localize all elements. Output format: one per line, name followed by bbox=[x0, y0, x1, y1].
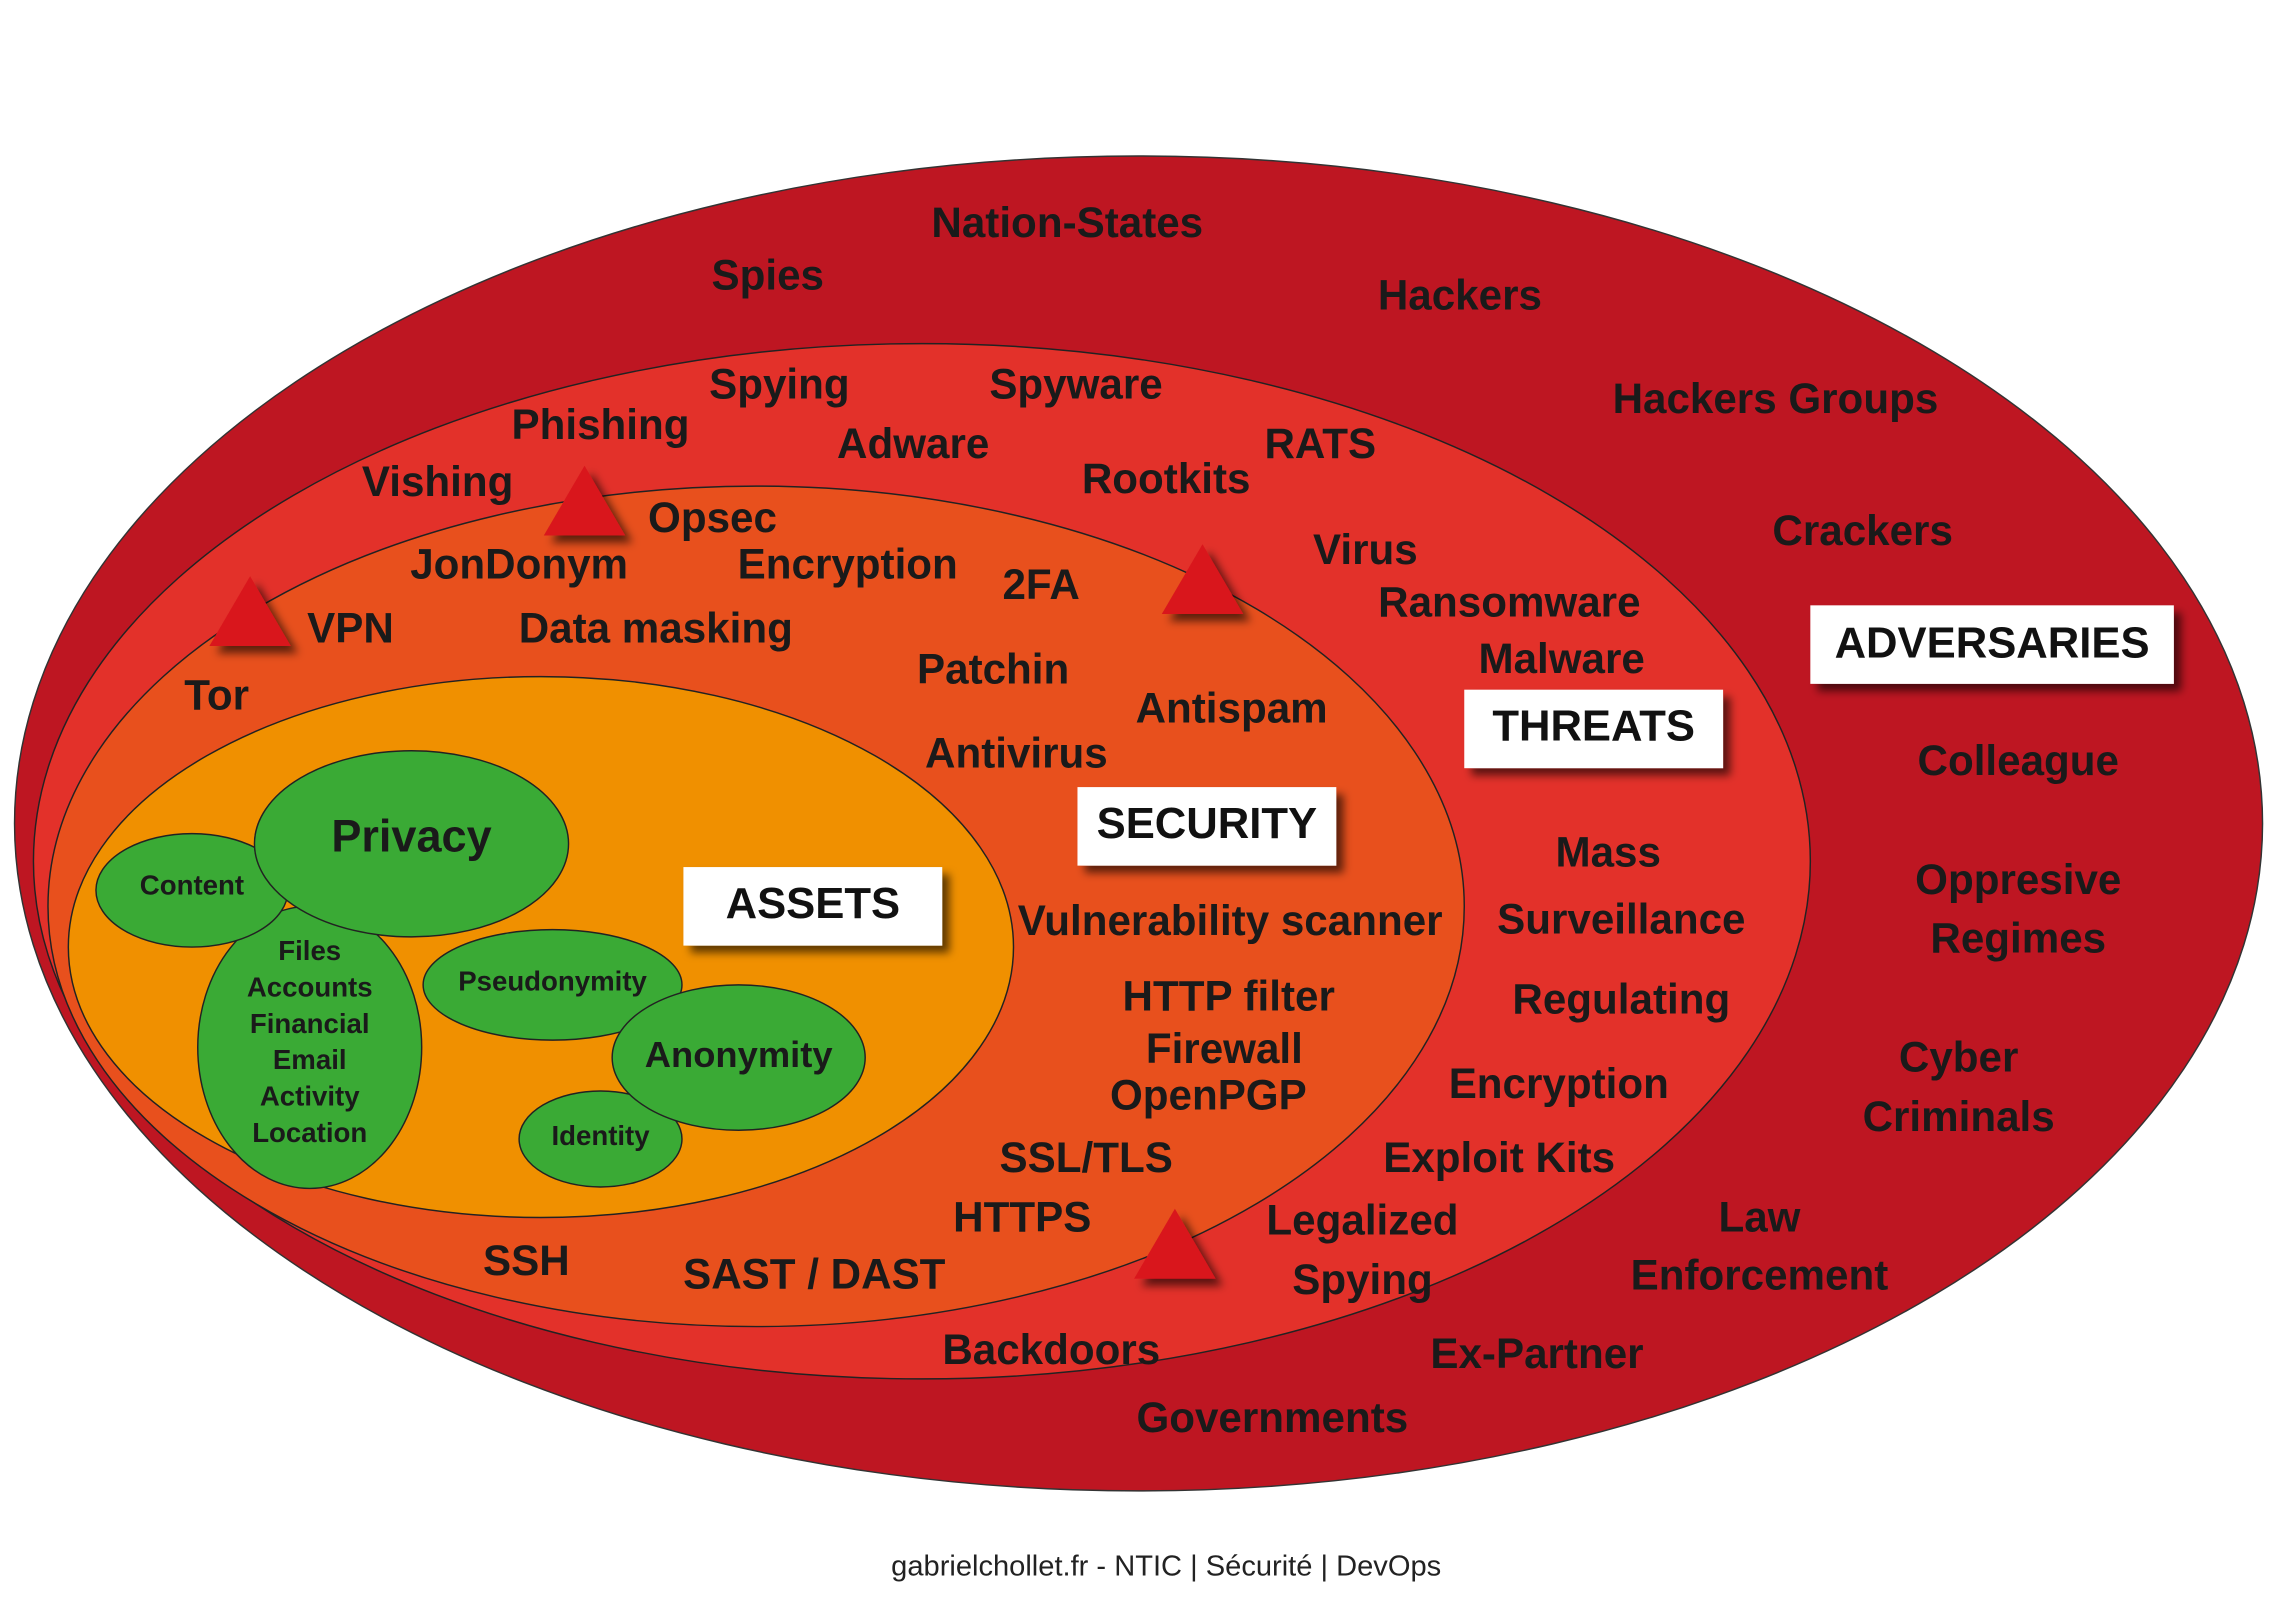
svg-text:THREATS: THREATS bbox=[1492, 702, 1695, 750]
adversary-item: Criminals bbox=[1863, 1093, 2055, 1140]
security-item: SAST / DAST bbox=[683, 1250, 946, 1297]
threat-item: Ransomware bbox=[1378, 578, 1640, 625]
security-item: Encryption bbox=[738, 541, 958, 588]
threat-item: Mass bbox=[1555, 829, 1660, 876]
threat-item: Legalized bbox=[1266, 1196, 1458, 1243]
warning-triangle-icon bbox=[543, 465, 626, 536]
svg-text:ASSETS: ASSETS bbox=[726, 880, 900, 928]
threat-item: Encryption bbox=[1449, 1060, 1669, 1107]
security-item: Antivirus bbox=[925, 730, 1108, 777]
financial-text: Financial bbox=[250, 1008, 370, 1039]
warning-triangle-icon bbox=[209, 576, 291, 647]
threat-item: Rootkits bbox=[1082, 455, 1251, 502]
security-item: Firewall bbox=[1146, 1025, 1303, 1072]
footer-credit: gabrielchollet.fr - NTIC | Sécurité | De… bbox=[891, 1551, 1441, 1583]
email-text: Email bbox=[273, 1044, 347, 1075]
anonymity-text: Anonymity bbox=[645, 1034, 834, 1075]
adversary-item: Cyber bbox=[1899, 1034, 2019, 1081]
identity-bubble bbox=[518, 1090, 683, 1188]
pseudonymity-text: Pseudonymity bbox=[458, 966, 647, 997]
threat-item: Adware bbox=[837, 420, 989, 467]
threat-item: Surveillance bbox=[1497, 895, 1745, 942]
security-item: HTTPS bbox=[953, 1194, 1091, 1241]
threats-items: Spying Spyware Phishing Adware RATS Vish… bbox=[362, 360, 1746, 1373]
security-label: SECURITY bbox=[1077, 787, 1337, 866]
security-item: 2FA bbox=[1002, 561, 1079, 608]
security-item: Patchin bbox=[917, 645, 1069, 692]
adversary-item: Law bbox=[1718, 1194, 1800, 1241]
svg-text:SECURITY: SECURITY bbox=[1097, 800, 1317, 848]
identity-text: Identity bbox=[551, 1120, 650, 1151]
pseudonymity-bubble bbox=[422, 928, 683, 1041]
accounts-text: Accounts bbox=[247, 972, 373, 1003]
threat-item: Spying bbox=[709, 360, 850, 407]
adversary-item: Enforcement bbox=[1631, 1252, 1889, 1299]
adversary-item: Nation-States bbox=[931, 199, 1203, 246]
privacy-text: Privacy bbox=[331, 810, 491, 861]
adversaries-items: Nation-States Spies Hackers Hackers Grou… bbox=[712, 199, 2122, 1441]
threat-item: Regulating bbox=[1512, 975, 1730, 1022]
adversary-item: Governments bbox=[1136, 1394, 1408, 1441]
adversary-item: Spies bbox=[712, 251, 824, 298]
adversary-item: Hackers bbox=[1378, 272, 1542, 319]
content-text: Content bbox=[140, 870, 244, 901]
privacy-bubble bbox=[253, 750, 570, 938]
security-item: SSL/TLS bbox=[1000, 1134, 1173, 1181]
adversary-item: Ex-Partner bbox=[1430, 1330, 1643, 1377]
threat-item: Vishing bbox=[362, 458, 513, 505]
security-item: Vulnerability scanner bbox=[1018, 897, 1443, 944]
location-text: Location bbox=[252, 1117, 367, 1148]
security-item: JonDonym bbox=[410, 541, 628, 588]
security-item: VPN bbox=[307, 605, 394, 652]
warning-triangle-icon bbox=[1134, 1208, 1216, 1279]
security-item: HTTP filter bbox=[1123, 973, 1335, 1020]
adversary-item: Hackers Groups bbox=[1613, 375, 1939, 422]
security-items: Opsec JonDonym Encryption 2FA VPN Data m… bbox=[184, 494, 1442, 1297]
security-item: SSH bbox=[483, 1237, 570, 1284]
files-text: Files bbox=[278, 935, 341, 966]
threat-item: Spying bbox=[1292, 1256, 1433, 1303]
security-item: OpenPGP bbox=[1110, 1071, 1307, 1118]
threat-item: Backdoors bbox=[942, 1326, 1160, 1373]
adversary-item: Colleague bbox=[1918, 737, 2119, 784]
security-item: Antispam bbox=[1136, 685, 1328, 732]
threat-item: Virus bbox=[1313, 526, 1418, 573]
anonymity-bubble bbox=[611, 984, 866, 1131]
adversary-item: Oppresive bbox=[1915, 856, 2121, 903]
threat-item: Malware bbox=[1478, 635, 1644, 682]
security-item: Tor bbox=[184, 672, 249, 719]
adversaries-label: ADVERSARIES bbox=[1810, 605, 2174, 684]
threat-item: Phishing bbox=[512, 401, 690, 448]
threat-item: RATS bbox=[1264, 420, 1376, 467]
assets-label: ASSETS bbox=[683, 867, 943, 946]
adversary-item: Regimes bbox=[1930, 914, 2106, 961]
security-item: Opsec bbox=[648, 494, 777, 541]
adversary-item: Crackers bbox=[1772, 507, 1952, 554]
svg-text:ADVERSARIES: ADVERSARIES bbox=[1835, 620, 2150, 668]
activity-text: Activity bbox=[260, 1081, 360, 1112]
threat-item: Exploit Kits bbox=[1383, 1134, 1615, 1181]
security-item: Data masking bbox=[519, 605, 793, 652]
warning-triangle-icon bbox=[1161, 544, 1244, 615]
threat-item: Spyware bbox=[989, 360, 1162, 407]
threats-label: THREATS bbox=[1464, 689, 1724, 769]
